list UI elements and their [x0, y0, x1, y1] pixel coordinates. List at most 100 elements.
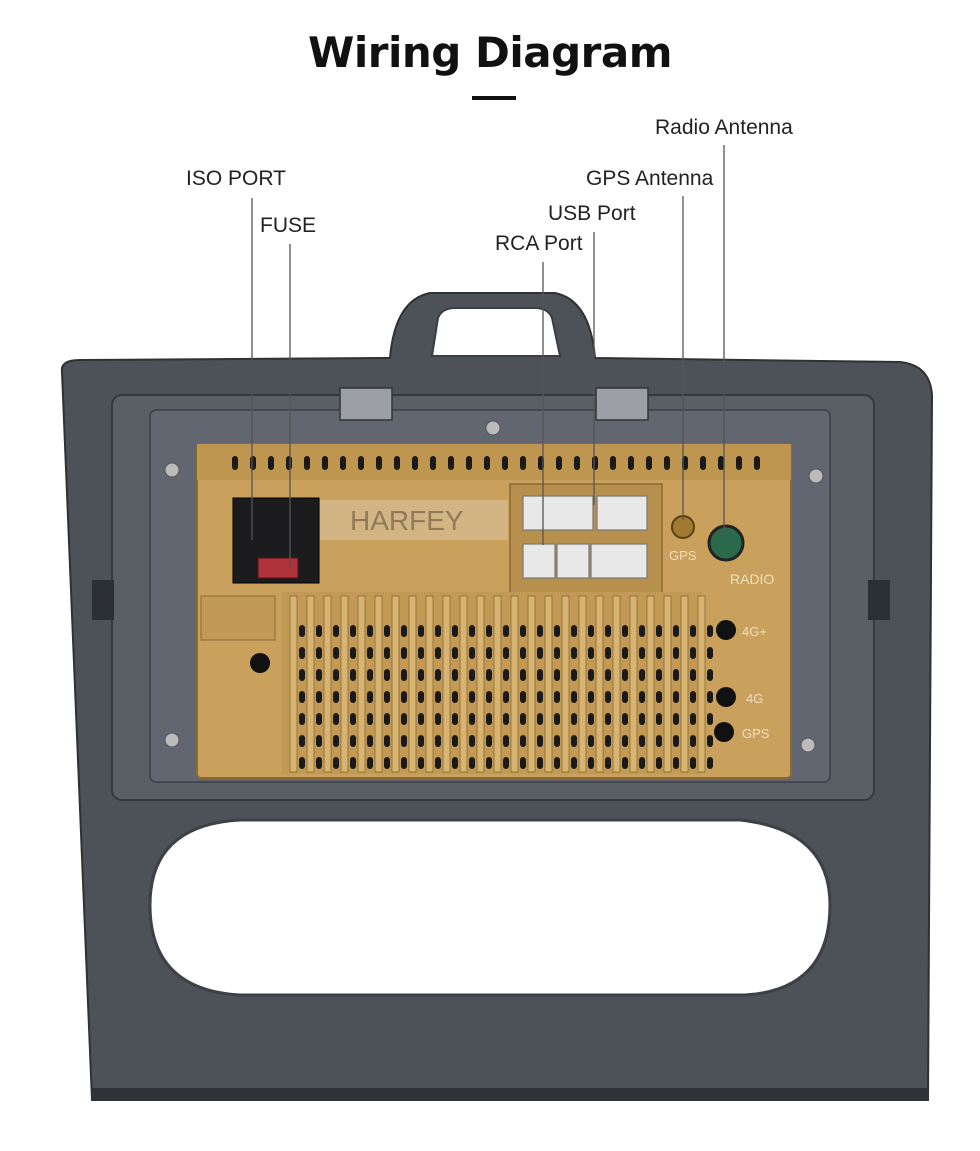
fin-slot: [554, 691, 560, 703]
fin-slot: [537, 713, 543, 725]
fin-slot: [503, 713, 509, 725]
fin-slot: [452, 713, 458, 725]
vent-slot: [466, 456, 472, 470]
fin-slot: [469, 757, 475, 769]
label-gps-antenna: GPS Antenna: [586, 167, 714, 190]
fin-slot: [571, 647, 577, 659]
fin-slot: [605, 669, 611, 681]
fin-slot: [384, 713, 390, 725]
cooling-fins: [289, 595, 713, 773]
hole-4g-plus: [716, 620, 736, 640]
fin-slot: [333, 625, 339, 637]
cooling-fin: [391, 595, 400, 773]
fin-slot: [707, 669, 713, 681]
fin-slot: [639, 757, 645, 769]
fin-slot: [707, 691, 713, 703]
fin-slot: [673, 647, 679, 659]
fin-slot: [486, 625, 492, 637]
cooling-fin: [561, 595, 570, 773]
fin-slot: [435, 625, 441, 637]
vent-slot: [358, 456, 364, 470]
fin-slot: [571, 757, 577, 769]
fin-slot: [605, 713, 611, 725]
vent-slot: [574, 456, 580, 470]
fin-slot: [401, 713, 407, 725]
fin-slot: [656, 669, 662, 681]
fin-slot: [639, 691, 645, 703]
fin-slot: [656, 647, 662, 659]
fin-slot: [673, 757, 679, 769]
fin-slot: [673, 735, 679, 747]
fin-slot: [690, 735, 696, 747]
vent-slot: [520, 456, 526, 470]
fin-slot: [707, 735, 713, 747]
climate-panel-opening: [148, 818, 832, 997]
fin-slot: [707, 713, 713, 725]
fin-slot: [503, 735, 509, 747]
fin-slot: [384, 735, 390, 747]
vent-slot: [250, 456, 256, 470]
fin-slot: [656, 713, 662, 725]
rca-connector-1: [522, 543, 556, 579]
fin-slot: [367, 647, 373, 659]
fin-slot: [469, 669, 475, 681]
fin-slot: [435, 735, 441, 747]
label-iso-port: ISO PORT: [186, 167, 286, 190]
vent-slot: [340, 456, 346, 470]
top-clip-left: [339, 387, 393, 421]
frame-handle-hole: [430, 307, 562, 357]
fin-slot: [605, 735, 611, 747]
fin-slot: [537, 691, 543, 703]
fin-slot: [299, 625, 305, 637]
cooling-fin: [306, 595, 315, 773]
page-title: Wiring Diagram: [308, 28, 672, 77]
fin-slot: [316, 669, 322, 681]
fin-slot: [435, 691, 441, 703]
fin-slot: [588, 647, 594, 659]
cooling-fin: [357, 595, 366, 773]
screw-tr: [808, 468, 824, 484]
fin-slot: [367, 735, 373, 747]
fin-slot: [452, 691, 458, 703]
fin-slot: [537, 735, 543, 747]
fin-slot: [350, 625, 356, 637]
fin-slot: [350, 647, 356, 659]
fin-slot: [452, 647, 458, 659]
fin-slot: [690, 647, 696, 659]
screw-bl: [164, 732, 180, 748]
left-plate: [200, 595, 276, 641]
cooling-fin: [680, 595, 689, 773]
hole-gps: [714, 722, 734, 742]
fin-slot: [503, 757, 509, 769]
fin-slot: [350, 757, 356, 769]
fin-slot: [486, 669, 492, 681]
fin-slot: [690, 757, 696, 769]
fin-slot: [622, 669, 628, 681]
fin-slot: [401, 757, 407, 769]
fin-slot: [656, 757, 662, 769]
vent-slot: [376, 456, 382, 470]
fin-slot: [418, 691, 424, 703]
case-top-band: [197, 444, 791, 480]
cooling-fin: [323, 595, 332, 773]
cooling-fin: [493, 595, 502, 773]
cooling-fin: [374, 595, 383, 773]
fin-slot: [537, 647, 543, 659]
brand-plate: [320, 500, 508, 540]
fin-slot: [520, 669, 526, 681]
fin-slot: [622, 713, 628, 725]
fin-slot: [622, 757, 628, 769]
fin-slot: [452, 735, 458, 747]
top-clip-right: [595, 387, 649, 421]
fin-slot: [418, 713, 424, 725]
fin-slot: [316, 713, 322, 725]
side-clip-right: [868, 580, 890, 620]
fin-slot: [299, 669, 305, 681]
label-rca-port: RCA Port: [495, 232, 583, 255]
fin-slot: [707, 647, 713, 659]
fin-slot: [605, 757, 611, 769]
fin-slot: [435, 757, 441, 769]
fin-slot: [367, 757, 373, 769]
fin-slot: [333, 757, 339, 769]
fin-slot: [588, 757, 594, 769]
